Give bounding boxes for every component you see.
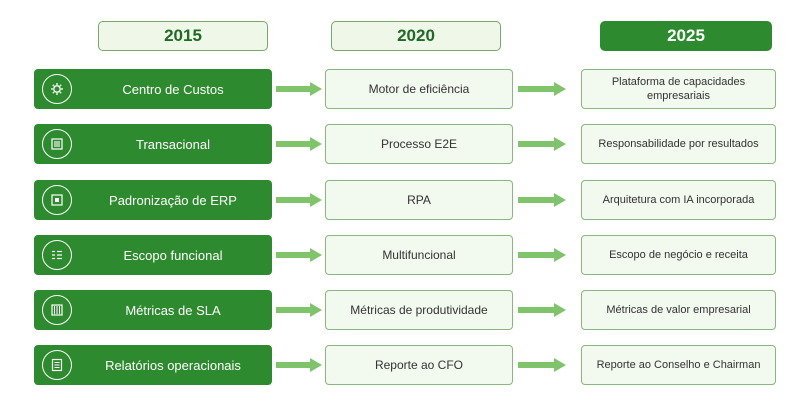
arrow-right-icon xyxy=(276,82,322,96)
row-erp: Padronização de ERP RPA Arquitetura com … xyxy=(0,180,811,220)
to-label: Arquitetura com IA incorporada xyxy=(602,194,755,206)
grid-list-icon xyxy=(42,240,72,270)
arrow-right-icon xyxy=(276,137,322,151)
from-label: Relatórios operacionais xyxy=(105,357,241,373)
square-icon xyxy=(42,185,72,215)
row-functional-scope: Escopo funcional Multifuncional Escopo d… xyxy=(0,235,811,275)
to-box: Arquitetura com IA incorporada xyxy=(581,180,776,220)
from-label: Centro de Custos xyxy=(122,81,224,97)
to-box: Plataforma de capacidades empresariais xyxy=(581,69,776,109)
year-header-2015: 2015 xyxy=(98,21,268,51)
from-label: Métricas de SLA xyxy=(125,302,221,318)
mid-label: RPA xyxy=(407,192,431,207)
mid-label: Reporte ao CFO xyxy=(374,357,464,372)
mid-box: Motor de eficiência xyxy=(325,69,513,109)
arrow-right-icon xyxy=(518,248,566,262)
arrow-right-icon xyxy=(518,358,566,372)
mid-box: Reporte ao CFO xyxy=(325,345,513,385)
arrow-right-icon xyxy=(276,358,322,372)
arrow-right-icon xyxy=(276,193,322,207)
from-label: Escopo funcional xyxy=(123,247,223,263)
row-sla-metrics: Métricas de SLA Métricas de produtividad… xyxy=(0,290,811,330)
columns-icon xyxy=(42,295,72,325)
to-label: Plataforma de capacidades empresariais xyxy=(611,76,746,102)
mid-label: Multifuncional xyxy=(382,247,456,262)
mid-box: Multifuncional xyxy=(325,235,513,275)
mid-label: Motor de eficiência xyxy=(368,81,470,96)
from-box: Escopo funcional xyxy=(34,235,272,275)
from-label: Padronização de ERP xyxy=(109,192,237,208)
row-reports: Relatórios operacionais Reporte ao CFO R… xyxy=(0,345,811,385)
from-box: Padronização de ERP xyxy=(34,180,272,220)
from-box: Relatórios operacionais xyxy=(34,345,272,385)
to-label: Métricas de valor empresarial xyxy=(606,304,751,316)
to-label: Escopo de negócio e receita xyxy=(609,249,748,261)
arrow-right-icon xyxy=(518,82,566,96)
row-cost-center: Centro de Custos Motor de eficiência Pla… xyxy=(0,69,811,109)
arrow-right-icon xyxy=(276,303,322,317)
year-header-2020: 2020 xyxy=(331,21,501,51)
mid-box: RPA xyxy=(325,180,513,220)
to-box: Métricas de valor empresarial xyxy=(581,290,776,330)
gear-icon xyxy=(42,74,72,104)
from-box: Transacional xyxy=(34,124,272,164)
to-box: Responsabilidade por resultados xyxy=(581,124,776,164)
from-box: Centro de Custos xyxy=(34,69,272,109)
to-box: Reporte ao Conselho e Chairman xyxy=(581,345,776,385)
list-icon xyxy=(42,129,72,159)
from-label: Transacional xyxy=(136,136,210,152)
arrow-right-icon xyxy=(518,137,566,151)
arrow-right-icon xyxy=(518,193,566,207)
to-label: Responsabilidade por resultados xyxy=(598,138,759,150)
mid-box: Métricas de produtividade xyxy=(325,290,513,330)
year-header-2025: 2025 xyxy=(600,21,772,51)
arrow-right-icon xyxy=(276,248,322,262)
from-box: Métricas de SLA xyxy=(34,290,272,330)
mid-label: Processo E2E xyxy=(380,136,458,151)
document-icon xyxy=(42,350,72,380)
to-box: Escopo de negócio e receita xyxy=(581,235,776,275)
mid-label: Métricas de produtividade xyxy=(350,302,488,317)
mid-box: Processo E2E xyxy=(325,124,513,164)
to-label: Reporte ao Conselho e Chairman xyxy=(596,359,761,371)
arrow-right-icon xyxy=(518,303,566,317)
row-transactional: Transacional Processo E2E Responsabilida… xyxy=(0,124,811,164)
